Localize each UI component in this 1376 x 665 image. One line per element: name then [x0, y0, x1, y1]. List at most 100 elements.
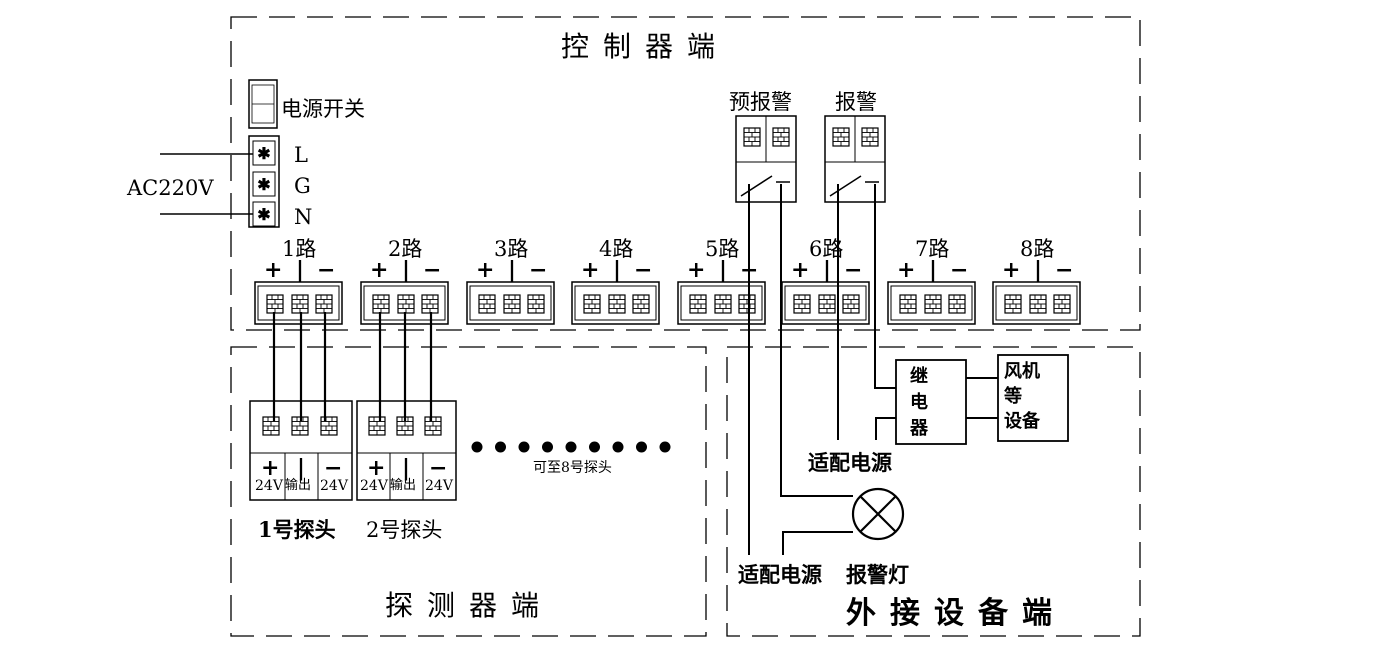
ellipsis-dot: [636, 441, 647, 453]
adapter-power-label-1: 适配电源: [808, 450, 892, 475]
fan-equipment-box: [997, 354, 1069, 442]
terminal-screw-icon: [372, 294, 390, 314]
fan-equipment-label: 风机 等 设备: [1004, 361, 1046, 432]
external-title: 外接设备端: [846, 596, 1066, 631]
channel-7-terminal: 7路+ |−: [887, 237, 976, 325]
terminal-screw-icon: [1004, 294, 1022, 314]
svg-text:✱: ✱: [257, 144, 270, 163]
probe-1-sign-minus: −: [324, 455, 342, 481]
channel-4-terminal: 4路+|−: [571, 237, 660, 325]
alarm-relay-block: [824, 115, 886, 203]
terminal-screw-icon: [861, 127, 879, 147]
adapter-power-label-2: 适配电源: [738, 562, 822, 587]
channel-7-plus-sign: +: [897, 257, 915, 283]
channel-6-terminal: 6路+|−: [781, 237, 870, 325]
detector-title: 探测器端: [385, 589, 553, 622]
terminal-screw-icon: [632, 294, 650, 314]
terminal-n: N: [294, 205, 312, 229]
pre-alarm-label: 预报警: [729, 90, 792, 114]
terminal-screw-icon: [262, 416, 280, 436]
up-to-8-probes-label: 可至8号探头: [533, 460, 612, 476]
terminal-screw-icon: [315, 294, 333, 314]
more-probes-dots: [471, 441, 671, 453]
ellipsis-dot: [659, 441, 671, 453]
channel-5-signal-sign: |: [719, 257, 727, 283]
channel-3-minus-sign: −: [529, 257, 547, 283]
probe-1-term-out: 输出: [285, 477, 311, 493]
alarm-lamp-label: 报警灯: [846, 562, 909, 587]
channel-4-label: 4路: [599, 237, 633, 261]
terminal-screw-icon: [738, 294, 756, 314]
alarm-label: 报警: [835, 90, 877, 114]
ac220v-label: AC220V: [126, 176, 214, 200]
channel-8-label: 8路: [1020, 237, 1054, 261]
channel-1-signal-sign: |: [296, 257, 304, 283]
probe-2-term-out: 输出: [390, 477, 416, 493]
channel-2-terminal: 2路+|−: [360, 237, 449, 325]
channel-8-terminal: 8路+ |−: [992, 237, 1081, 325]
terminal-screw-icon: [396, 416, 414, 436]
terminal-screw-icon: [478, 294, 496, 314]
terminal-g: G: [294, 174, 311, 198]
channel-8-minus-sign: −: [1055, 257, 1073, 283]
controller-border: [230, 16, 1141, 331]
channel-6-minus-sign: −: [844, 257, 862, 283]
terminal-screw-icon: [503, 294, 521, 314]
ac-input-wires: [160, 153, 253, 215]
channel-5-plus-sign: +: [687, 257, 705, 283]
power-switch-label: 电源开关: [281, 97, 365, 121]
channel-7-signal-sign: |: [929, 257, 937, 283]
channel-1-plus-sign: +: [264, 257, 282, 283]
terminal-screw-icon: [368, 416, 386, 436]
probe-wires: [272, 312, 433, 421]
terminal-screw-icon: [818, 294, 836, 314]
channel-8-plus-sign: +: [1002, 257, 1020, 283]
pre-alarm-relay-block: [735, 115, 797, 203]
relay-label-3: 器: [909, 418, 929, 439]
ellipsis-dot: [471, 441, 483, 453]
channel-8-signal-sign: |: [1034, 257, 1042, 283]
svg-text:✱: ✱: [257, 175, 270, 194]
svg-text:✱: ✱: [257, 205, 270, 224]
external-wires: [748, 184, 998, 555]
alarm-lamp-icon: [851, 487, 905, 541]
ellipsis-dot: [565, 441, 577, 453]
terminal-screw-icon: [320, 416, 338, 436]
channel-terminals: 1路+|−2路+|−3路+|−4路+|−5路+|−6路+|−7路+|−8路+|−: [254, 237, 1081, 325]
probe-2-sign-minus: −: [429, 455, 447, 481]
channel-1-minus-sign: −: [317, 257, 335, 283]
terminal-screw-icon: [743, 127, 761, 147]
fan-label-2: 等: [1004, 385, 1022, 407]
relay-label-2: 电: [910, 391, 928, 413]
controller-title: 控制器端: [561, 30, 729, 63]
terminal-screw-icon: [832, 127, 850, 147]
channel-3-signal-sign: |: [508, 257, 516, 283]
terminal-screw-icon: [397, 294, 415, 314]
terminal-screw-icon: [583, 294, 601, 314]
ellipsis-dot: [518, 441, 530, 453]
channel-1-label: 1路: [282, 237, 316, 261]
external-border: [726, 346, 1141, 637]
relay-box: [895, 359, 967, 445]
channel-4-plus-sign: +: [581, 257, 599, 283]
terminal-screw-icon: [772, 127, 790, 147]
probe-2-sign-out: |: [402, 455, 410, 481]
channel-6-plus-sign: +: [791, 257, 809, 283]
channel-3-plus-sign: +: [476, 257, 494, 283]
channel-4-signal-sign: |: [613, 257, 621, 283]
terminal-screw-icon: [714, 294, 732, 314]
relay-label: 继 电 器: [909, 365, 934, 439]
fan-label-1: 风机: [1004, 361, 1040, 382]
probe-1-label: 1号探头: [258, 517, 336, 542]
terminal-screw-icon: [291, 294, 309, 314]
terminal-l: L: [294, 143, 308, 167]
power-switch: [248, 79, 278, 129]
channel-7-minus-sign: −: [950, 257, 968, 283]
channel-2-signal-sign: |: [402, 257, 410, 283]
channel-2-label: 2路: [388, 237, 422, 261]
power-terminal-block: ✱ ✱ ✱: [248, 135, 280, 228]
channel-5-label: 5路: [705, 237, 739, 261]
channel-7-label: 7路: [915, 237, 949, 261]
terminal-screw-icon: [924, 294, 942, 314]
